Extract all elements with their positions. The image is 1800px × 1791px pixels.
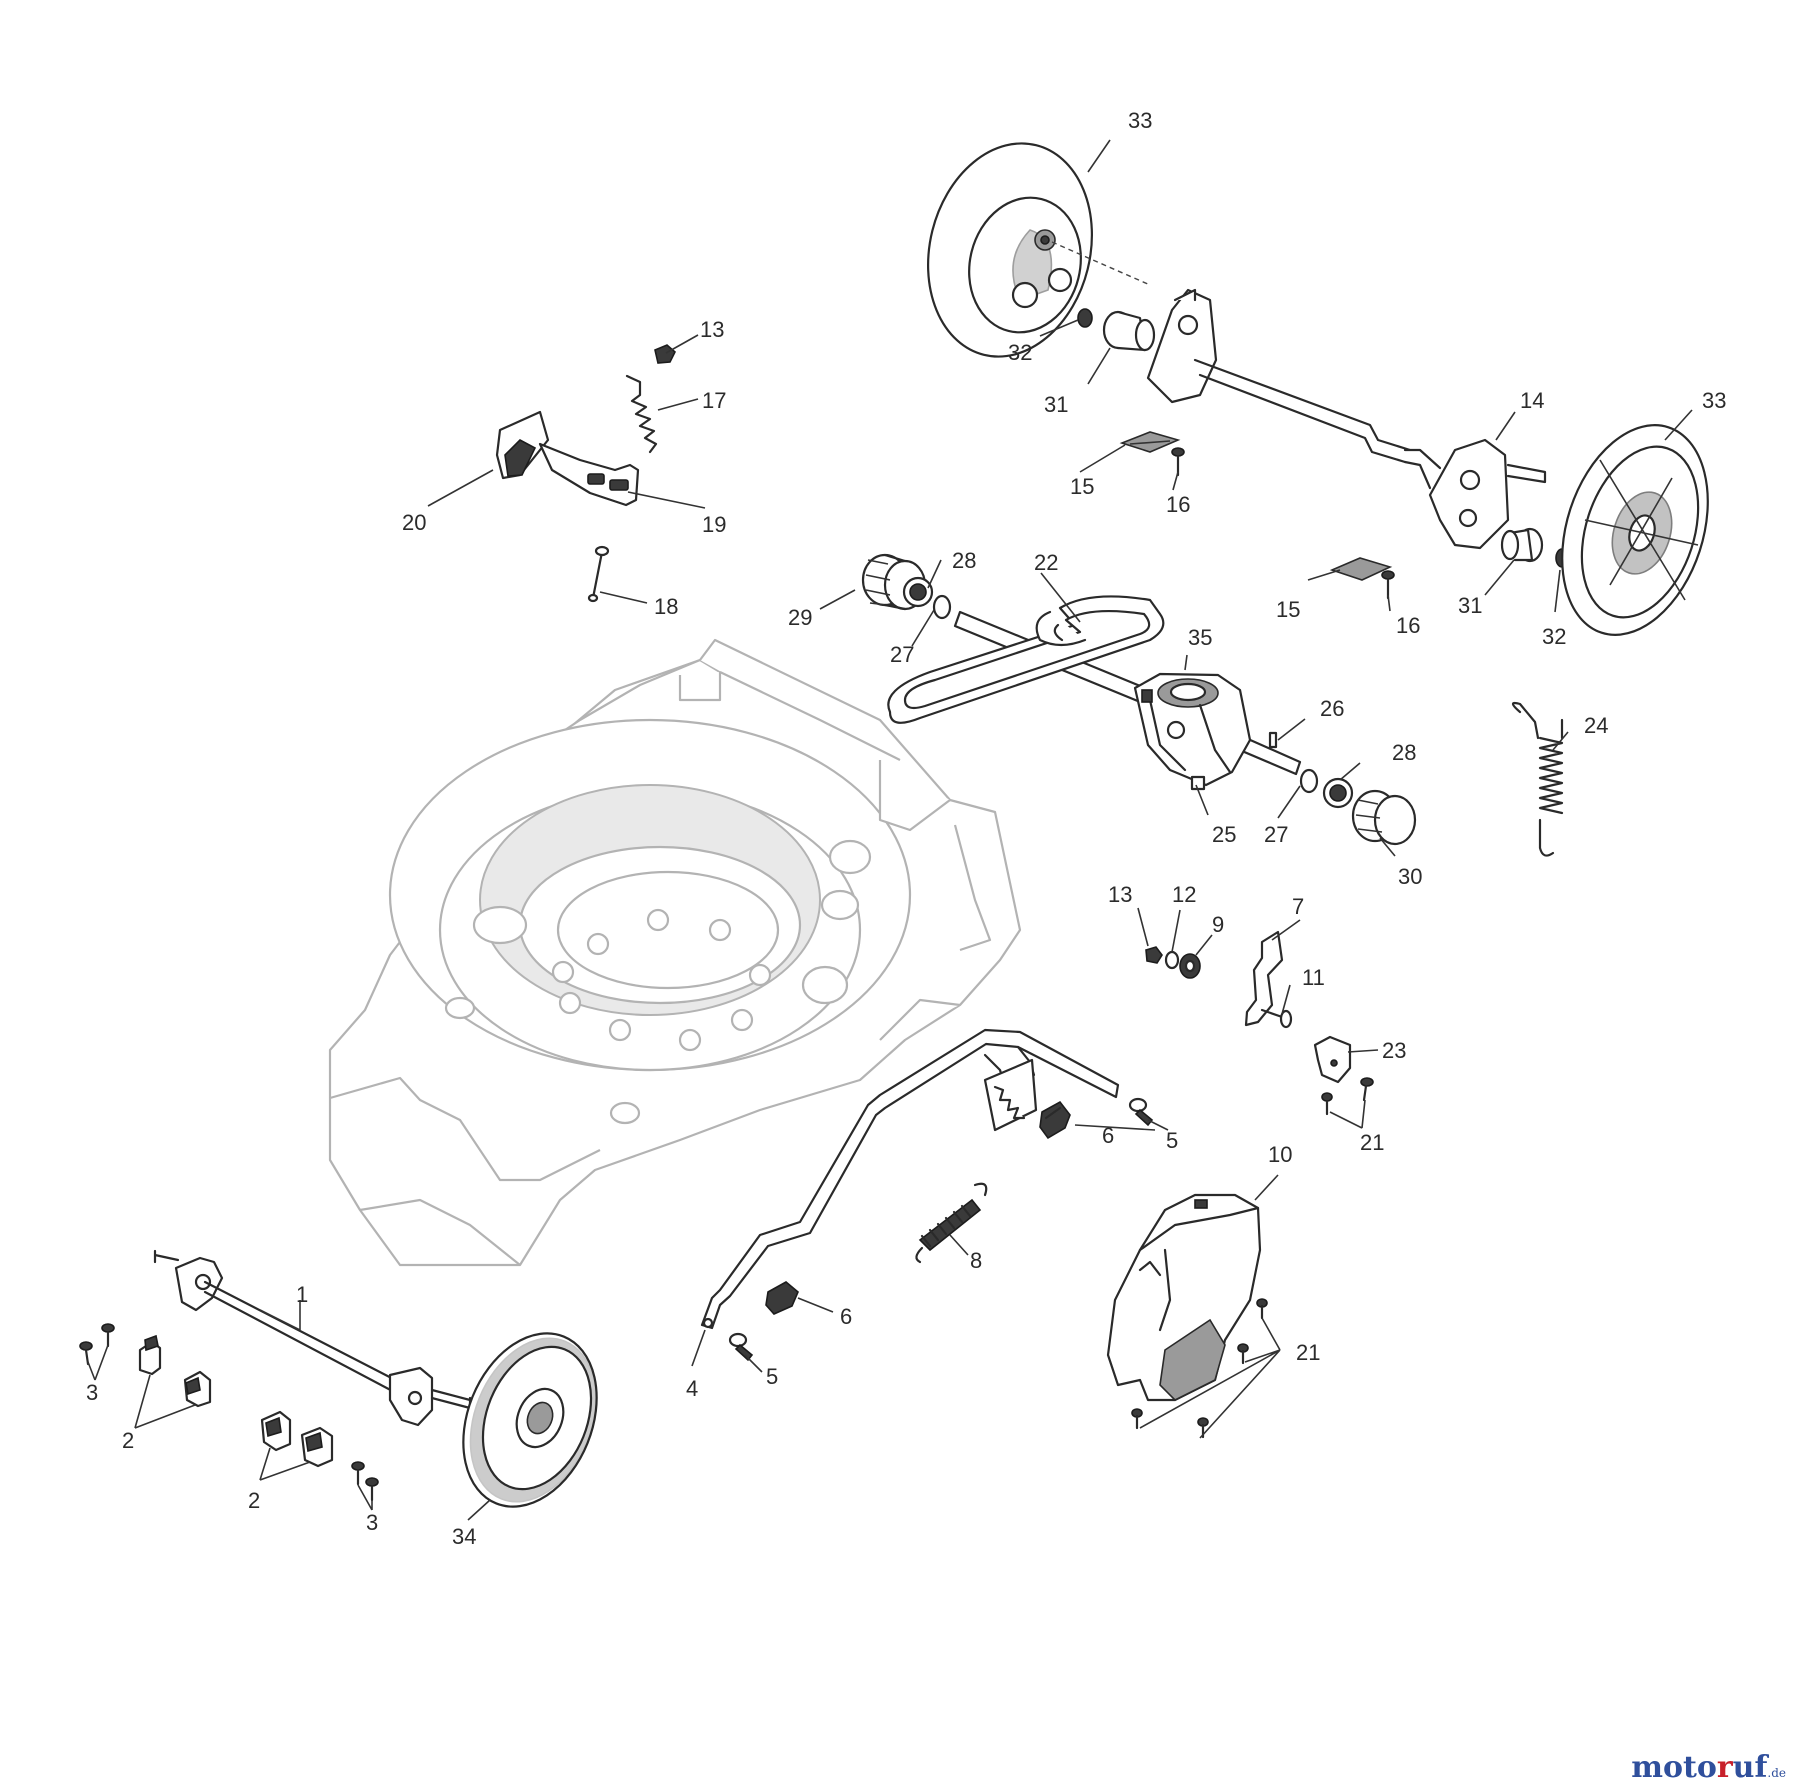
label-13: 13: [1108, 882, 1132, 907]
screw-16-top: [1171, 447, 1185, 477]
screws-21-bottom: [1131, 1298, 1268, 1439]
front-wheel-34: [462, 1332, 598, 1508]
label-21: 21: [1360, 1130, 1384, 1155]
bearing-28-left: [902, 576, 934, 608]
screw-16-right: [1381, 570, 1395, 600]
rear-wheel-left: [926, 142, 1094, 358]
screws-21-top: [1321, 1077, 1374, 1116]
label-33: 33: [1128, 108, 1152, 133]
label-32: 32: [1542, 624, 1566, 649]
label-13: 13: [700, 317, 724, 342]
ring-27-right: [1299, 768, 1319, 794]
gearbox-35: [1133, 672, 1252, 791]
label-11: 11: [1302, 965, 1325, 990]
label-33: 33: [1702, 388, 1726, 413]
screws-3-upper: [79, 1323, 115, 1366]
label-22: 22: [1034, 550, 1058, 575]
deck-bolt-holes: [551, 908, 772, 1052]
spring-24: [1511, 701, 1564, 857]
nut-9: [1179, 953, 1201, 979]
hub-set-top: [1077, 308, 1156, 352]
label-31: 31: [1458, 593, 1482, 618]
label-28: 28: [952, 548, 976, 573]
clips-2-upper: [138, 1334, 212, 1408]
handle-20: [495, 410, 550, 480]
label-16: 16: [1396, 613, 1420, 638]
bracket-23: [1313, 1035, 1352, 1084]
bearing-28-right: [1322, 777, 1354, 809]
screw-5-bottom: [728, 1332, 754, 1362]
screws-3-lower: [351, 1461, 379, 1502]
label-12: 12: [1172, 882, 1196, 907]
part-labels: 1 2 2 3 3 4 5 5 6 6 7 8 9 10 11 12 13 13…: [86, 108, 1726, 1549]
washer-12: [1164, 950, 1180, 970]
leader-lines: [87, 139, 1693, 1521]
label-5: 5: [1166, 1128, 1178, 1153]
screw-5-top: [1128, 1097, 1154, 1127]
clip-15-top: [1119, 431, 1181, 453]
label-24: 24: [1584, 713, 1608, 738]
label-20: 20: [402, 510, 426, 535]
nut-13-top: [654, 344, 676, 364]
ring-27-left: [932, 594, 952, 620]
label-6: 6: [1102, 1123, 1114, 1148]
label-25: 25: [1212, 822, 1236, 847]
label-30: 30: [1398, 864, 1422, 889]
label-3: 3: [366, 1510, 378, 1535]
label-27: 27: [890, 642, 914, 667]
cover-10: [1106, 1193, 1262, 1402]
label-15: 15: [1070, 474, 1094, 499]
label-19: 19: [702, 512, 726, 537]
rear-axle-assembly: [1146, 288, 1547, 550]
mower-deck: [328, 638, 1022, 1267]
label-21: 21: [1296, 1340, 1320, 1365]
bracket-7: [1244, 930, 1284, 1027]
label-29: 29: [788, 605, 812, 630]
spring-8: [915, 1182, 988, 1264]
pin-18: [587, 545, 610, 603]
label-7: 7: [1292, 894, 1304, 919]
drive-belt-22: [887, 595, 1165, 724]
label-34: 34: [452, 1524, 476, 1549]
label-2: 2: [122, 1428, 134, 1453]
label-6: 6: [840, 1304, 852, 1329]
label-3: 3: [86, 1380, 98, 1405]
slider-6-top: [1039, 1100, 1071, 1140]
teeth-plate: [983, 1058, 1038, 1132]
label-9: 9: [1212, 912, 1224, 937]
label-27: 27: [1264, 822, 1288, 847]
spring-17: [625, 374, 658, 454]
label-8: 8: [970, 1248, 982, 1273]
label-28: 28: [1392, 740, 1416, 765]
pinion-30: [1351, 789, 1417, 846]
label-2: 2: [248, 1488, 260, 1513]
lever-19: [538, 442, 640, 507]
label-10: 10: [1268, 1142, 1292, 1167]
label-23: 23: [1382, 1038, 1406, 1063]
label-18: 18: [654, 594, 678, 619]
label-15: 15: [1276, 597, 1300, 622]
motoruf-watermark: motoruf.de: [1631, 1750, 1786, 1785]
label-35: 35: [1188, 625, 1212, 650]
clips-2-lower: [260, 1410, 334, 1468]
bolt-11: [1260, 1008, 1293, 1029]
label-31: 31: [1044, 392, 1068, 417]
label-32: 32: [1008, 340, 1032, 365]
label-26: 26: [1320, 696, 1344, 721]
label-4: 4: [686, 1376, 698, 1401]
clip-15-right: [1329, 557, 1393, 581]
slider-6-bottom: [765, 1281, 799, 1315]
label-14: 14: [1520, 388, 1544, 413]
nut-13-mid: [1145, 946, 1163, 964]
key-26: [1268, 731, 1278, 749]
rear-wheel-right: [1561, 424, 1709, 636]
label-5: 5: [766, 1364, 778, 1389]
label-1: 1: [296, 1282, 308, 1307]
label-17: 17: [702, 388, 726, 413]
label-16: 16: [1166, 492, 1190, 517]
